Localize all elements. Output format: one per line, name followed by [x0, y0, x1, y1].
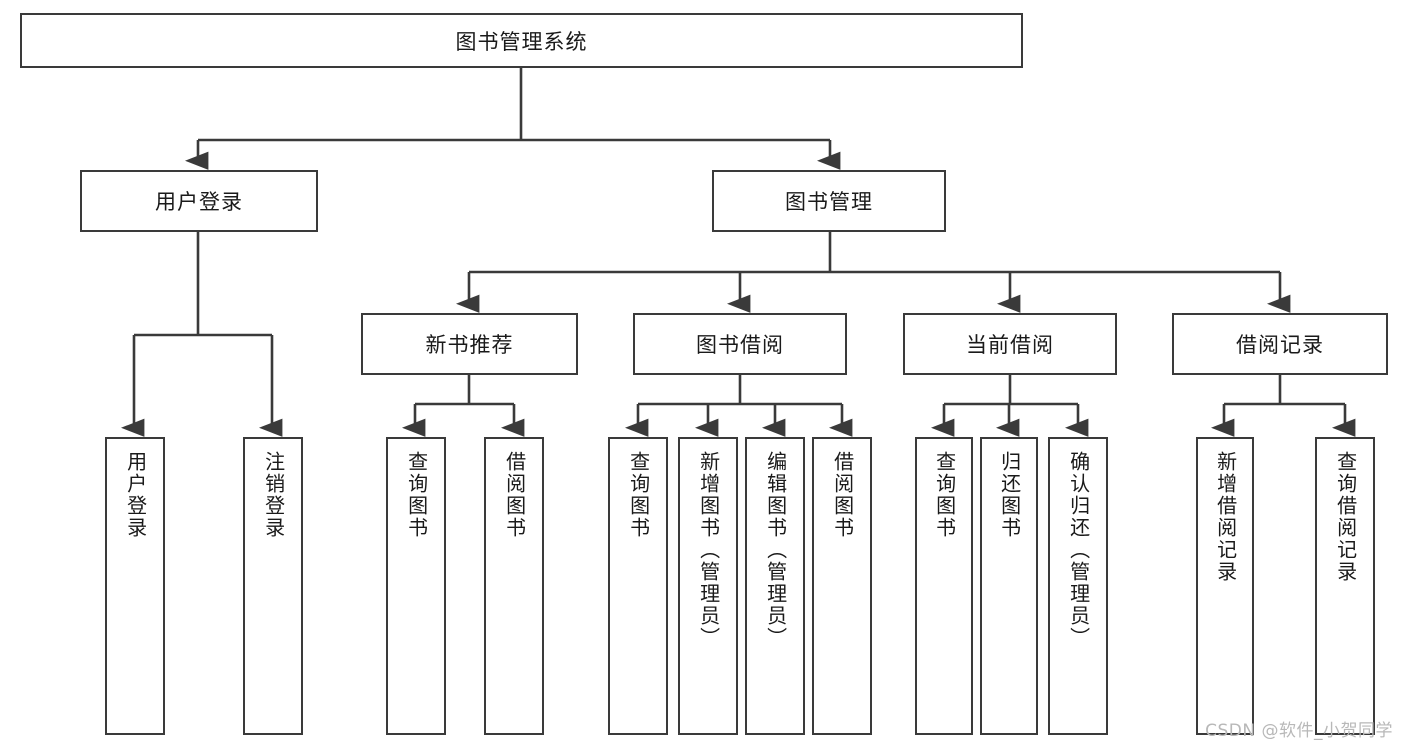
leaf-label: 新增借阅记录: [1213, 451, 1238, 583]
leaf-user-login-signout[interactable]: 注销登录: [243, 437, 303, 735]
leaf-label: 归还图书: [997, 451, 1022, 539]
leaf-label: 借阅图书: [502, 451, 527, 539]
leaf-label: 查询借阅记录: [1333, 451, 1358, 583]
node-current-borrow-label: 当前借阅: [966, 333, 1054, 357]
leaf-current-return-book[interactable]: 归还图书: [980, 437, 1038, 735]
node-user-login[interactable]: 用户登录: [80, 170, 318, 232]
leaf-label: 新增图书（管理员）: [696, 451, 721, 649]
leaf-label: 查询图书: [404, 451, 429, 539]
csdn-watermark: CSDN @软件_小贺同学: [1205, 721, 1393, 741]
leaf-record-add-record[interactable]: 新增借阅记录: [1196, 437, 1254, 735]
node-current-borrow[interactable]: 当前借阅: [903, 313, 1117, 375]
leaf-borrow-edit-book[interactable]: 编辑图书（管理员）: [745, 437, 805, 735]
leaf-label: 查询图书: [626, 451, 651, 539]
node-new-book-recommend[interactable]: 新书推荐: [361, 313, 578, 375]
leaf-label: 用户登录: [123, 451, 148, 539]
leaf-label: 查询图书: [932, 451, 957, 539]
node-book-borrow-label: 图书借阅: [696, 333, 784, 357]
node-user-login-label: 用户登录: [155, 190, 243, 214]
leaf-label: 借阅图书: [830, 451, 855, 539]
leaf-borrow-query-book[interactable]: 查询图书: [608, 437, 668, 735]
leaf-label: 编辑图书（管理员）: [763, 451, 788, 649]
leaf-current-confirm-return[interactable]: 确认归还（管理员）: [1048, 437, 1108, 735]
leaf-borrow-borrow-book[interactable]: 借阅图书: [812, 437, 872, 735]
node-book-management-label: 图书管理: [785, 190, 873, 214]
leaf-user-login-signin[interactable]: 用户登录: [105, 437, 165, 735]
node-book-management[interactable]: 图书管理: [712, 170, 946, 232]
node-new-book-recommend-label: 新书推荐: [425, 333, 514, 357]
leaf-record-query-record[interactable]: 查询借阅记录: [1315, 437, 1375, 735]
node-borrow-record[interactable]: 借阅记录: [1172, 313, 1388, 375]
leaf-borrow-add-book[interactable]: 新增图书（管理员）: [678, 437, 738, 735]
node-root-label: 图书管理系统: [455, 29, 588, 54]
leaf-label: 注销登录: [261, 451, 286, 539]
node-borrow-record-label: 借阅记录: [1236, 333, 1324, 357]
node-root[interactable]: 图书管理系统: [20, 13, 1023, 68]
node-book-borrow[interactable]: 图书借阅: [633, 313, 847, 375]
leaf-recommend-borrow-book[interactable]: 借阅图书: [484, 437, 544, 735]
leaf-recommend-query-book[interactable]: 查询图书: [386, 437, 446, 735]
leaf-label: 确认归还（管理员）: [1066, 451, 1091, 649]
leaf-current-query-book[interactable]: 查询图书: [915, 437, 973, 735]
